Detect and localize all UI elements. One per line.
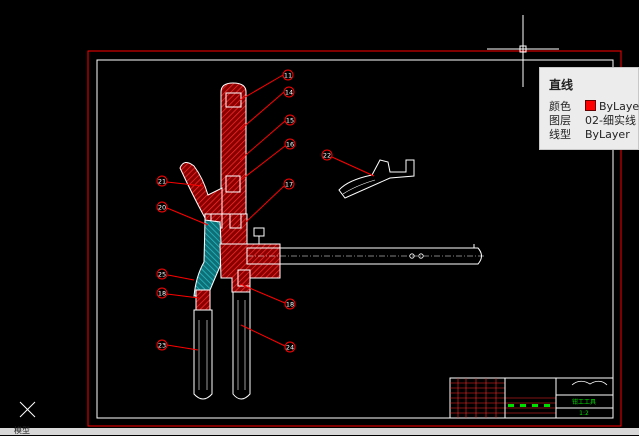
color-swatch (585, 100, 596, 111)
balloon: 21 (156, 175, 168, 187)
balloon-label: 15 (286, 117, 294, 125)
drawing-border-inner (96, 59, 614, 419)
ucs-icon (19, 401, 36, 418)
balloon-label: 21 (158, 178, 166, 186)
balloon-label: 23 (158, 342, 166, 350)
part-lower-body[interactable] (219, 243, 281, 293)
balloon-label: 20 (158, 204, 166, 212)
tooltip-value: ByLayer (599, 100, 639, 113)
balloon-label: 25 (158, 271, 166, 279)
title-block[interactable]: 钳工工具 1:2 (449, 377, 614, 419)
properties-tooltip: 直线 颜色 ByLayer 图层 02-细实线 线型 ByLayer (539, 67, 639, 150)
status-tab-model[interactable]: 模型 (14, 426, 30, 435)
title-block-scale: 1:2 (579, 410, 589, 417)
balloon-label: 18 (158, 290, 166, 298)
small-screw[interactable] (253, 227, 265, 244)
tooltip-value: ByLayer (585, 128, 630, 141)
part-detail-view[interactable] (338, 159, 415, 199)
drawing-border-outer (87, 50, 622, 427)
balloon: 23 (156, 339, 168, 351)
part-long-rod[interactable] (246, 244, 484, 265)
balloon: 11 (282, 69, 294, 81)
tooltip-key: 图层 (549, 114, 571, 127)
balloon: 16 (284, 138, 296, 150)
tooltip-row-color: 颜色 ByLayer (549, 98, 639, 114)
balloon: 25 (156, 268, 168, 280)
part-hook-handle[interactable] (179, 162, 223, 219)
balloon: 18 (156, 287, 168, 299)
tooltip-row-linetype: 线型 ByLayer (549, 126, 630, 142)
part-upper-jaw[interactable] (220, 82, 247, 241)
title-block-part-name: 钳工工具 (572, 398, 596, 406)
balloon: 24 (284, 341, 296, 353)
part-left-leg[interactable] (193, 309, 213, 400)
balloon-label: 16 (286, 141, 294, 149)
tooltip-key: 线型 (549, 128, 571, 141)
balloon: 20 (156, 201, 168, 213)
balloon-label: 24 (286, 344, 294, 352)
balloon: 14 (283, 86, 295, 98)
balloon: 18 (284, 298, 296, 310)
balloon-label: 14 (285, 89, 293, 97)
balloon: 15 (284, 114, 296, 126)
part-clamp-pin[interactable] (195, 289, 211, 311)
tooltip-key: 颜色 (549, 100, 571, 113)
balloon-label: 11 (284, 72, 292, 80)
tooltip-value: 02-细实线 (585, 114, 636, 127)
part-cyan-link[interactable] (193, 219, 223, 297)
balloon-label: 18 (286, 301, 294, 309)
part-right-leg[interactable] (232, 291, 251, 400)
tooltip-title: 直线 (549, 78, 574, 92)
balloon-label: 17 (285, 181, 293, 189)
balloon-label: 22 (323, 152, 331, 160)
tooltip-row-layer: 图层 02-细实线 (549, 112, 636, 128)
status-bar: 模型 (0, 426, 639, 435)
balloon: 17 (283, 178, 295, 190)
balloon: 22 (321, 149, 333, 161)
leader-lines (166, 74, 375, 351)
crosshair-cursor (487, 15, 559, 87)
